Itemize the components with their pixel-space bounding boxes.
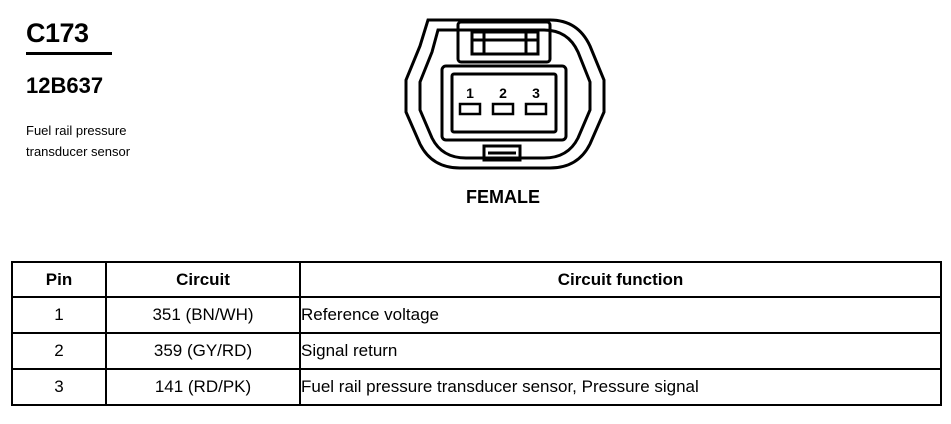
connector-face-drawing: 1 2 3 (404, 18, 606, 170)
pin-terminal-2 (491, 102, 515, 116)
pin-label-3: 3 (532, 85, 540, 101)
terminal-cavity-outer (440, 64, 568, 142)
bottom-key (482, 144, 522, 162)
description-line-2: transducer sensor (26, 144, 131, 159)
pin-table: Pin Circuit Circuit function 1 351 (BN/W… (11, 261, 942, 406)
header-circuit-function: Circuit function (299, 261, 942, 298)
cell-circuit-function: Fuel rail pressure transducer sensor, Pr… (299, 368, 942, 406)
cell-circuit-function: Reference voltage (299, 296, 942, 334)
pin-terminal-3 (524, 102, 548, 116)
header-circuit: Circuit (105, 261, 301, 298)
cell-pin: 1 (11, 296, 107, 334)
part-number: 12B637 (26, 73, 104, 98)
connector-inner-shell (418, 28, 592, 160)
table-header-row: Pin Circuit Circuit function (11, 261, 942, 298)
pin-label-2: 2 (499, 85, 507, 101)
pin-label-1: 1 (466, 85, 474, 101)
table-row: 3 141 (RD/PK) Fuel rail pressure transdu… (11, 368, 942, 406)
cell-pin: 3 (11, 368, 107, 406)
header-pin: Pin (11, 261, 107, 298)
connector-outer-shell (404, 18, 606, 170)
terminal-cavity-inner (450, 72, 558, 134)
description-line-1: Fuel rail pressure (26, 123, 127, 138)
pin-terminal-1 (458, 102, 482, 116)
cell-circuit: 141 (RD/PK) (105, 368, 301, 406)
connector-description: Fuel rail pressure transducer sensor (26, 120, 226, 162)
table-row: 2 359 (GY/RD) Signal return (11, 332, 942, 370)
cell-circuit: 351 (BN/WH) (105, 296, 301, 334)
lock-tab-inner (470, 30, 540, 56)
cell-circuit-function: Signal return (299, 332, 942, 370)
connector-gender: FEMALE (466, 187, 540, 207)
lock-tab-outer (456, 20, 552, 64)
connector-id-underline (26, 52, 112, 55)
cell-circuit: 359 (GY/RD) (105, 332, 301, 370)
cell-pin: 2 (11, 332, 107, 370)
connector-id: C173 (26, 18, 89, 48)
table-row: 1 351 (BN/WH) Reference voltage (11, 296, 942, 334)
